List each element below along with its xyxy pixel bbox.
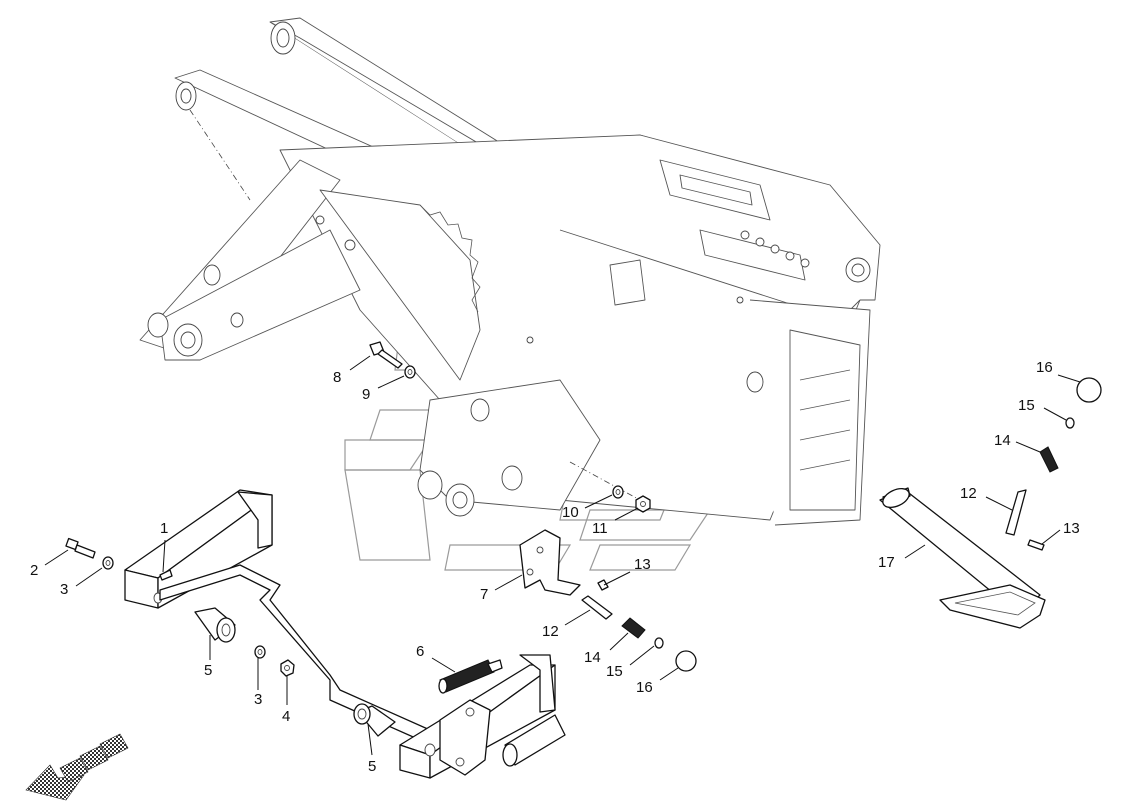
- part-11-nut: [635, 495, 651, 513]
- callout-8: 8: [333, 369, 341, 386]
- callout-13: 13: [1063, 520, 1080, 537]
- callout-2: 2: [30, 562, 38, 579]
- part-15-cap-middle: [654, 637, 664, 649]
- part-1-cross-member: [124, 489, 566, 779]
- part-14-spring-right: [1039, 446, 1059, 473]
- part-16-knob-right: [1076, 377, 1102, 403]
- part-16-knob-middle: [675, 650, 697, 672]
- frame-hole-row: [740, 230, 810, 268]
- part-2-bolt: [65, 537, 96, 559]
- callout-15: 15: [606, 663, 623, 680]
- callout-14: 14: [584, 649, 601, 666]
- part-6-spring: [438, 659, 503, 694]
- part-13-roll-pin-right: [1027, 539, 1045, 551]
- callout-13: 13: [634, 556, 651, 573]
- part-13-roll-pin-middle: [597, 579, 609, 591]
- leader-lines: [44, 355, 1081, 756]
- part-3-washer-upper: [102, 556, 114, 570]
- part-15-cap-right: [1065, 417, 1075, 429]
- callout-12: 12: [542, 623, 559, 640]
- callout-11: 11: [592, 520, 608, 537]
- callout-16: 16: [636, 679, 653, 696]
- part-4-nut: [280, 659, 295, 677]
- part-5-bushing-right: [353, 703, 396, 737]
- main-frame: [139, 17, 881, 526]
- part-12-pin-right: [1005, 489, 1027, 536]
- callout-1: 1: [160, 520, 168, 537]
- part-12-pin-middle: [581, 595, 613, 620]
- part-14-spring-middle: [621, 617, 646, 639]
- callout-4: 4: [282, 708, 290, 725]
- direction-arrow-icon: [25, 733, 129, 801]
- callout-10: 10: [562, 504, 579, 521]
- part-9-washer: [404, 365, 416, 379]
- callout-3: 3: [60, 581, 68, 598]
- callout-3: 3: [254, 691, 262, 708]
- callout-15: 15: [1018, 397, 1035, 414]
- part-7-bracket: [519, 529, 581, 596]
- part-5-bushing-left: [194, 607, 236, 643]
- callout-6: 6: [416, 643, 424, 660]
- callout-16: 16: [1036, 359, 1053, 376]
- callout-5: 5: [368, 758, 376, 775]
- callout-12: 12: [960, 485, 977, 502]
- part-10-washer: [612, 485, 624, 499]
- callout-9: 9: [362, 386, 370, 403]
- part-3-washer-lower: [254, 645, 266, 659]
- callout-17: 17: [878, 554, 895, 571]
- callout-7: 7: [480, 586, 488, 603]
- part-17-pedal-lever: [879, 487, 1046, 629]
- callout-14: 14: [994, 432, 1011, 449]
- part-8-bolt: [369, 341, 403, 369]
- callout-labels: 1 2 3 3 4 5 5 6 7 8 9 10 11 12 12 13 13 …: [30, 359, 1080, 775]
- callout-5: 5: [204, 662, 212, 679]
